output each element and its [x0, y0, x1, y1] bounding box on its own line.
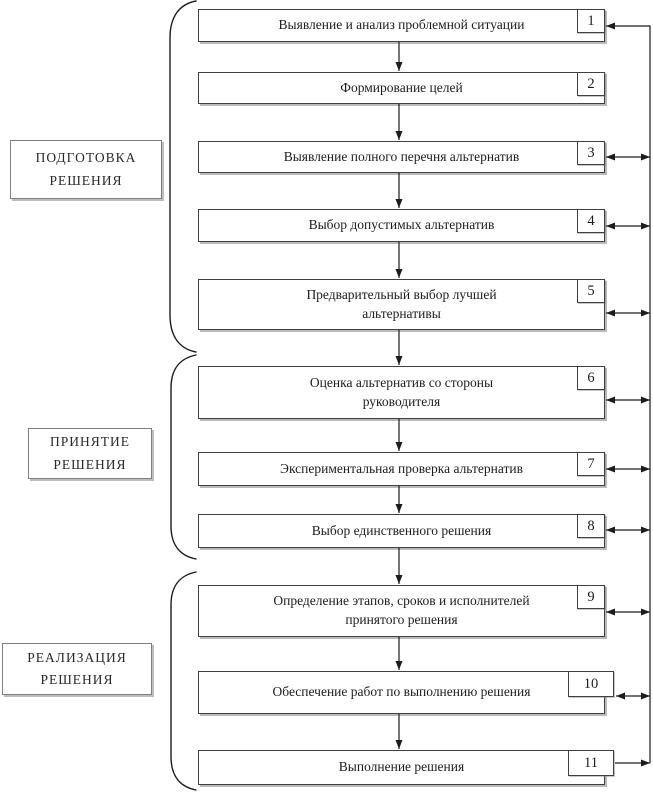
step-number-8: 8 — [577, 514, 605, 538]
step-label-6: Оценка альтернатив со стороны руководите… — [309, 374, 494, 409]
step-label-11: Выполнение решения — [338, 759, 465, 775]
step-label-4: Выбор допустимых альтернатив — [308, 217, 495, 233]
step-label-5: Предварительный выбор лучшей альтернатив… — [306, 286, 497, 321]
step-box-6: Оценка альтернатив со стороны руководите… — [198, 366, 605, 419]
step-label-2: Формирование целей — [340, 79, 463, 95]
step-label-1: Выявление и анализ проблемной ситуации — [278, 17, 525, 33]
step-box-7: Экспериментальная проверка альтернатив 7 — [198, 452, 605, 486]
step-box-5: Предварительный выбор лучшей альтернатив… — [198, 279, 605, 330]
step-number-5: 5 — [577, 279, 605, 303]
step-box-10: Обеспечение работ по выполнению решения … — [198, 671, 614, 714]
step-box-11: Выполнение решения 11 — [198, 750, 614, 785]
step-number-3: 3 — [577, 141, 605, 165]
step-box-2: Формирование целей 2 — [198, 72, 605, 104]
step-label-10: Обеспечение работ по выполнению решения — [272, 684, 531, 700]
stage-box-adoption: ПРИНЯТИЕ РЕШЕНИЯ — [28, 428, 152, 479]
stage-label-adoption: ПРИНЯТИЕ РЕШЕНИЯ — [49, 434, 130, 472]
stage-box-implementation: РЕАЛИЗАЦИЯ РЕШЕНИЯ — [2, 643, 152, 695]
step-label-7: Экспериментальная проверка альтернатив — [280, 460, 523, 476]
step-box-8: Выбор единственного решения 8 — [198, 514, 605, 548]
brace-implementation — [170, 571, 197, 791]
step-number-2: 2 — [577, 72, 605, 96]
step-label-9: Определение этапов, сроков и исполнителе… — [273, 593, 530, 627]
step-box-3: Выявление полного перечня альтернатив 3 — [198, 141, 605, 173]
step-label-3: Выявление полного перечня альтернатив — [283, 148, 520, 164]
stage-label-preparation: ПОДГОТОВКА РЕШЕНИЯ — [35, 150, 137, 188]
step-number-11: 11 — [568, 750, 614, 776]
stage-box-preparation: ПОДГОТОВКА РЕШЕНИЯ — [10, 140, 162, 199]
feedback-line — [606, 22, 651, 763]
step-number-1: 1 — [577, 9, 605, 33]
step-label-8: Выбор единственного решения — [311, 522, 492, 538]
brace-preparation — [169, 0, 197, 353]
brace-adoption — [170, 354, 197, 560]
step-number-6: 6 — [577, 366, 605, 390]
stage-label-implementation: РЕАЛИЗАЦИЯ РЕШЕНИЯ — [27, 649, 127, 687]
step-number-4: 4 — [577, 209, 605, 233]
step-number-10: 10 — [568, 671, 614, 697]
step-box-4: Выбор допустимых альтернатив 4 — [198, 209, 605, 242]
step-box-1: Выявление и анализ проблемной ситуации 1 — [198, 9, 605, 42]
step-box-9: Определение этапов, сроков и исполнителе… — [198, 585, 605, 637]
step-number-7: 7 — [577, 452, 605, 476]
step-number-9: 9 — [577, 585, 605, 609]
